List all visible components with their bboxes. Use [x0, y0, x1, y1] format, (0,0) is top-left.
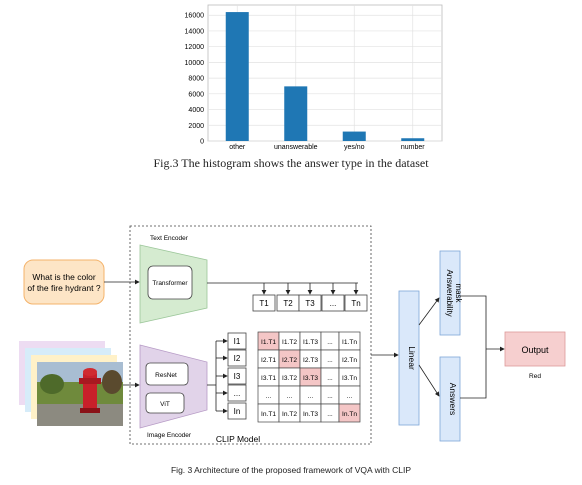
image-token-box: [227, 349, 247, 367]
bar-number: [401, 138, 425, 141]
matrix-cell-label: I3.Tn: [342, 375, 357, 382]
text-token-label: T2: [283, 299, 293, 308]
question-line-1: What is the color: [32, 272, 95, 282]
matrix-cell-label: I1.T2: [282, 339, 297, 346]
answerability-mask-box: [439, 250, 461, 336]
output-label: Output: [521, 345, 549, 355]
image-token-box: [227, 384, 247, 402]
y-tick-label: 8000: [188, 76, 204, 83]
output-box: [504, 331, 566, 367]
matrix-cell-label: ...: [327, 375, 333, 382]
matrix-cell-label: ...: [327, 339, 333, 346]
matrix-cell-label: I1.Tn: [342, 339, 357, 346]
linear-to-answers: [418, 364, 440, 397]
image-token-label: I2: [234, 354, 241, 363]
matrix-cell-label: ...: [327, 411, 333, 418]
x-tick-label: unanswerable: [274, 144, 318, 151]
vit-box: [145, 392, 185, 414]
matrix-cell-label: In.T3: [303, 411, 318, 418]
y-tick-label: 12000: [185, 44, 205, 51]
transformer-box: [147, 265, 193, 300]
matrix-cell-label: I3.T3: [303, 375, 318, 382]
linear-to-answerability: [418, 297, 440, 326]
matrix-cell-label: ...: [327, 393, 333, 400]
y-tick-label: 16000: [185, 13, 205, 20]
image-token-label: I3: [234, 372, 241, 381]
image-token-label: In: [234, 407, 241, 416]
y-tick-label: 10000: [185, 60, 205, 67]
matrix-cell-label: I2.T1: [261, 357, 276, 364]
image-token-box: [227, 367, 247, 385]
output-value: Red: [529, 373, 541, 380]
bar-unanswerable: [284, 86, 308, 141]
matrix-cell-label: I2.T2: [282, 357, 297, 364]
matrix-cell-label: ...: [287, 393, 293, 400]
text-token-label: ...: [330, 299, 337, 308]
resnet-label: ResNet: [155, 372, 177, 379]
y-tick-label: 2000: [188, 123, 204, 130]
matrix-cell-label: ...: [347, 393, 353, 400]
y-tick-label: 4000: [188, 107, 204, 114]
matrix-cell-label: I3.T1: [261, 375, 276, 382]
matrix-cell-label: ...: [308, 393, 314, 400]
matrix-cell: [338, 403, 361, 423]
architecture-diagram: CLIP Model What is the color of the fire…: [19, 225, 566, 445]
text-encoder-label: Text Encoder: [150, 235, 189, 242]
answerability-label: Answerability: [445, 269, 454, 316]
clip-model-boundary: [129, 225, 372, 445]
vit-label: ViT: [160, 401, 170, 408]
x-tick-label: yes/no: [344, 144, 365, 151]
text-token-box: [344, 294, 368, 312]
answers-to-merge: [460, 349, 487, 399]
matrix-cell-label: I2.Tn: [342, 357, 357, 364]
resnet-box: [145, 362, 189, 386]
question-line-2: of the fire hydrant ?: [27, 283, 101, 293]
image-token-box: [227, 332, 247, 350]
matrix-cell-label: I1.T1: [261, 339, 276, 346]
matrix-cell-label: In.T2: [282, 411, 297, 418]
image-token-label: I1: [234, 337, 241, 346]
matrix-cell-label: I3.T2: [282, 375, 297, 382]
fire-hydrant-photo: [37, 362, 123, 426]
bar-yes-no: [342, 131, 366, 141]
matrix-cell-label: I1.T3: [303, 339, 318, 346]
clip-model-label: CLIP Model: [216, 434, 260, 444]
linear-label: Linear: [407, 346, 417, 370]
mask-label: mask: [454, 283, 463, 303]
answerability-to-merge: [460, 295, 487, 349]
image-encoder-label: Image Encoder: [147, 432, 192, 439]
question-box: [23, 259, 105, 305]
transformer-label: Transformer: [152, 280, 188, 287]
matrix-cell-label: ...: [266, 393, 272, 400]
matrix-cell-label: ...: [327, 357, 333, 364]
text-token-box: [321, 294, 345, 312]
text-token-box: [298, 294, 322, 312]
text-token-box: [252, 294, 276, 312]
answers-box: [439, 356, 461, 442]
linear-box: [398, 290, 420, 426]
x-tick-label: number: [401, 144, 425, 151]
histogram-caption: Fig.3 The histogram shows the answer typ…: [153, 156, 429, 170]
image-token-label: ...: [234, 389, 241, 398]
y-tick-label: 14000: [185, 28, 205, 35]
matrix-cell-label: I2.T3: [303, 357, 318, 364]
y-tick-label: 6000: [188, 91, 204, 98]
matrix-cell-label: In.Tn: [342, 411, 357, 418]
y-tick-label: 0: [200, 139, 204, 146]
text-token-label: T3: [305, 299, 315, 308]
x-tick-label: other: [229, 144, 246, 151]
text-token-label: Tn: [351, 299, 360, 308]
bar-other: [225, 12, 249, 141]
matrix-cell-label: In.T1: [261, 411, 276, 418]
answers-label: Answers: [448, 383, 458, 416]
image-token-box: [227, 402, 247, 420]
architecture-caption: Fig. 3 Architecture of the proposed fram…: [170, 465, 411, 475]
answer-type-histogram: 0 2000 4000 6000 8000 10000 12000 14000 16000 ot…: [185, 4, 443, 151]
text-token-label: T1: [259, 299, 269, 308]
image-encoder-shape: [139, 344, 208, 429]
